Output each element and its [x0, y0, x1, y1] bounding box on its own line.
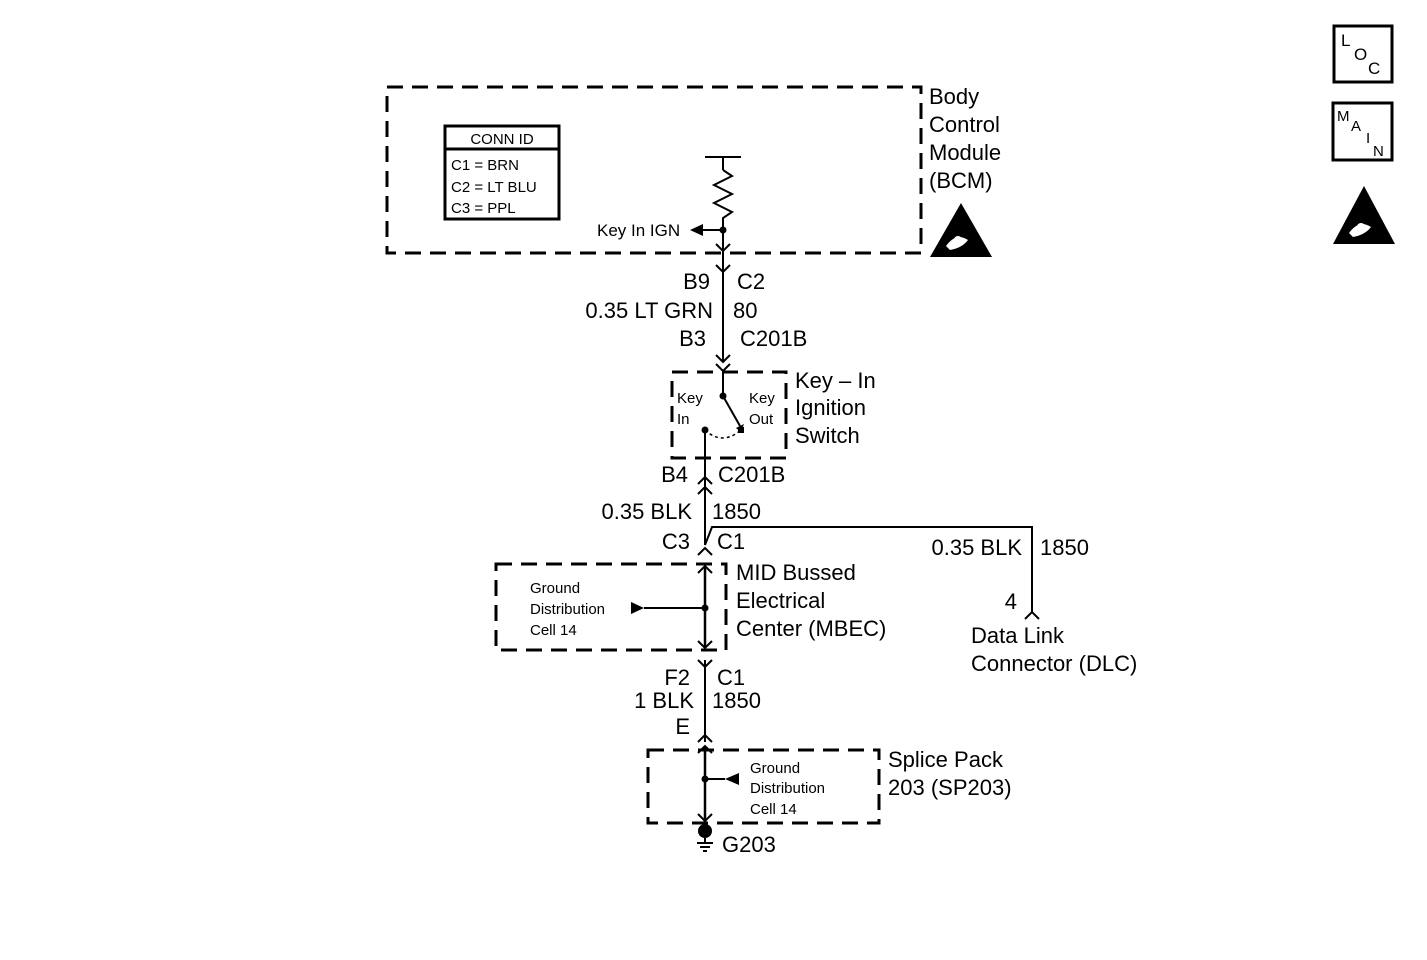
key-in-ign-label: Key In IGN	[597, 221, 680, 240]
key-switch-name-line1: Key – In	[795, 368, 876, 393]
key-in-label-1: Key	[677, 390, 703, 407]
esd-warning-icon	[930, 203, 992, 257]
pin-e: E	[675, 714, 690, 739]
mbec-name-line3: Center (MBEC)	[736, 616, 886, 641]
connector-c201b-top: C201B	[740, 326, 807, 351]
svg-text:O: O	[1354, 45, 1367, 64]
mbec-ground-ref-line3: Cell 14	[530, 622, 577, 639]
connector-chevron	[715, 354, 731, 364]
bcm-name-line1: Body	[929, 84, 979, 109]
splice-ground-ref-line2: Distribution	[750, 780, 825, 797]
key-in-label-2: In	[677, 411, 690, 428]
pin-b3: B3	[679, 326, 706, 351]
dlc-pin-4: 4	[1005, 589, 1017, 614]
esd-warning-icon	[1333, 186, 1395, 244]
conn-id-row-1: C1 = BRN	[451, 157, 519, 174]
conn-id-title: CONN ID	[470, 131, 534, 148]
connector-chevron	[697, 813, 713, 823]
arrow-left-icon	[690, 224, 703, 236]
dlc-name-line2: Connector (DLC)	[971, 651, 1137, 676]
key-out-label-1: Key	[749, 390, 775, 407]
ground-icon	[697, 824, 713, 852]
wire-color-blk-dlc: 0.35 BLK	[931, 535, 1022, 560]
connector-c201b-bottom: C201B	[718, 462, 785, 487]
dlc-name-line1: Data Link	[971, 623, 1065, 648]
mbec-name-line1: MID Bussed	[736, 560, 856, 585]
pin-b9: B9	[683, 269, 710, 294]
key-switch-boundary	[670, 370, 788, 460]
bcm-name-line2: Control	[929, 112, 1000, 137]
switch-contact-icon	[701, 371, 744, 490]
svg-text:C: C	[1368, 59, 1380, 78]
dlc-branch-wire	[704, 526, 1033, 612]
svg-text:M: M	[1337, 108, 1350, 125]
connector-chevron	[715, 363, 731, 373]
circuit-1850-2: 1850	[712, 688, 761, 713]
circuit-80: 80	[733, 298, 757, 323]
loc-icon[interactable]: L O C	[1332, 24, 1394, 84]
pin-f2: F2	[664, 665, 690, 690]
connector-chevron	[715, 264, 731, 274]
ground-label: G203	[722, 832, 776, 857]
conn-id-row-3: C3 = PPL	[451, 200, 516, 217]
pin-c2: C2	[737, 269, 765, 294]
connector-chevron	[697, 744, 713, 754]
mbec-boundary	[494, 562, 728, 652]
splice-ground-ref-line3: Cell 14	[750, 801, 797, 818]
key-switch-name-line3: Switch	[795, 423, 860, 448]
svg-text:I: I	[1366, 130, 1370, 147]
connector-chevron	[697, 475, 713, 485]
conn-id-table: CONN ID C1 = BRN C2 = LT BLU C3 = PPL	[443, 124, 561, 221]
splice-pack-name-line2: 203 (SP203)	[888, 775, 1012, 800]
bcm-name-line4: (BCM)	[929, 168, 993, 193]
connector-chevron	[697, 733, 713, 743]
connector-chevron	[697, 640, 713, 650]
wire-color-lt-grn: 0.35 LT GRN	[585, 298, 713, 323]
connector-chevron	[697, 546, 713, 556]
pin-b4: B4	[661, 462, 688, 487]
mbec-ground-ref-line2: Distribution	[530, 601, 605, 618]
circuit-1850-dlc: 1850	[1040, 535, 1089, 560]
arrow-right-icon	[631, 602, 644, 614]
svg-text:N: N	[1373, 143, 1384, 160]
splice-ground-ref-line1: Ground	[750, 760, 800, 777]
wire-color-1-blk: 1 BLK	[634, 688, 694, 713]
key-switch-name-line2: Ignition	[795, 395, 866, 420]
svg-text:L: L	[1341, 31, 1350, 50]
conn-id-row-2: C2 = LT BLU	[451, 179, 537, 196]
bcm-name-line3: Module	[929, 140, 1001, 165]
pin-c3: C3	[662, 529, 690, 554]
main-icon[interactable]: M A I N	[1331, 101, 1394, 162]
mbec-name-line2: Electrical	[736, 588, 825, 613]
mbec-ground-ref-line1: Ground	[530, 580, 580, 597]
wire-color-blk-1: 0.35 BLK	[601, 499, 692, 524]
connector-chevron	[715, 243, 731, 253]
svg-text:A: A	[1351, 118, 1361, 135]
pin-c1-mbec-bottom: C1	[717, 665, 745, 690]
pin-c1-mbec-top: C1	[717, 529, 745, 554]
splice-pack-boundary	[646, 748, 881, 825]
key-out-label-2: Out	[749, 411, 774, 428]
arrow-left-icon	[725, 773, 739, 785]
connector-chevron	[1024, 610, 1040, 620]
connector-chevron	[697, 564, 713, 574]
splice-pack-name-line1: Splice Pack	[888, 747, 1004, 772]
circuit-1850-1: 1850	[712, 499, 761, 524]
pullup-resistor-icon	[705, 156, 741, 230]
